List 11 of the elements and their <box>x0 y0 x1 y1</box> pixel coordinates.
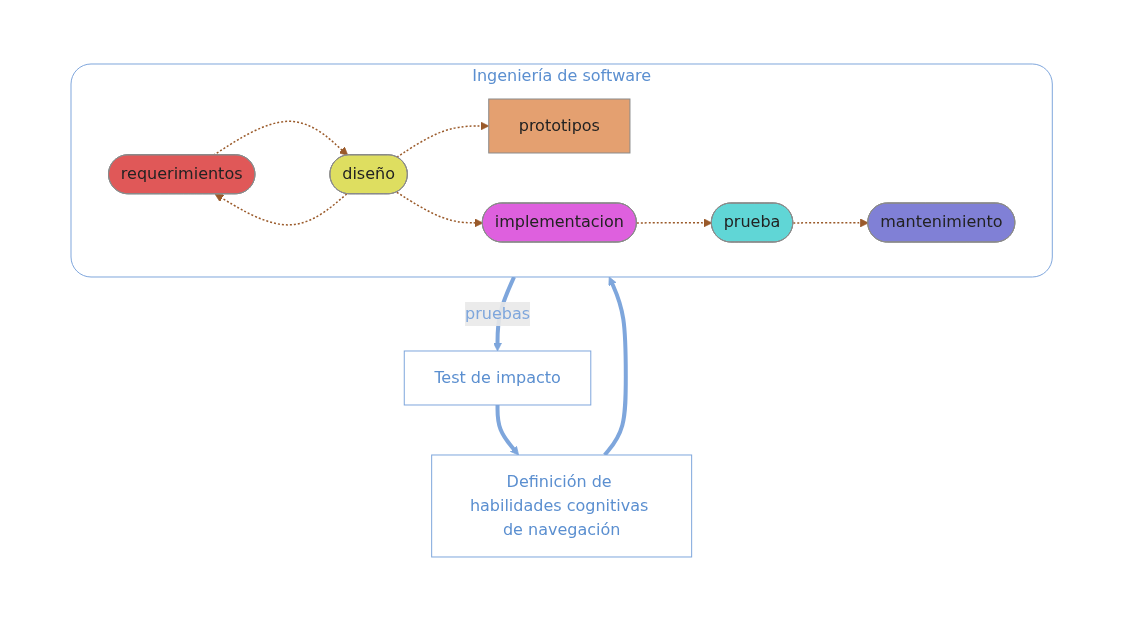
edge-label: pruebas <box>464 303 530 323</box>
node-box: Test de impacto <box>403 350 592 405</box>
arrow <box>635 218 713 227</box>
arrow <box>395 191 484 227</box>
arrow <box>495 404 519 455</box>
node-box: Definición de habilidades cognitivas de navegación <box>431 454 692 557</box>
arrow <box>603 276 628 456</box>
arrow <box>395 121 489 158</box>
arrow <box>214 192 348 226</box>
arrow <box>792 218 869 227</box>
node-box: prototipos <box>488 98 631 153</box>
